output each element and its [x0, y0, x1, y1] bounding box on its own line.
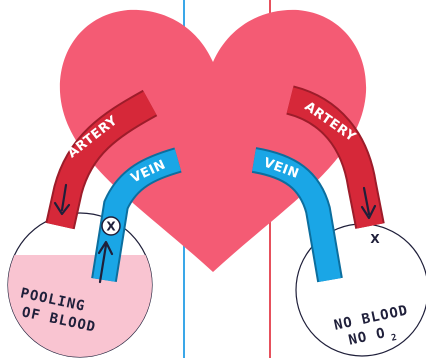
left-blockage-mark: X	[106, 220, 116, 234]
right-blockage-mark: X	[370, 232, 380, 246]
